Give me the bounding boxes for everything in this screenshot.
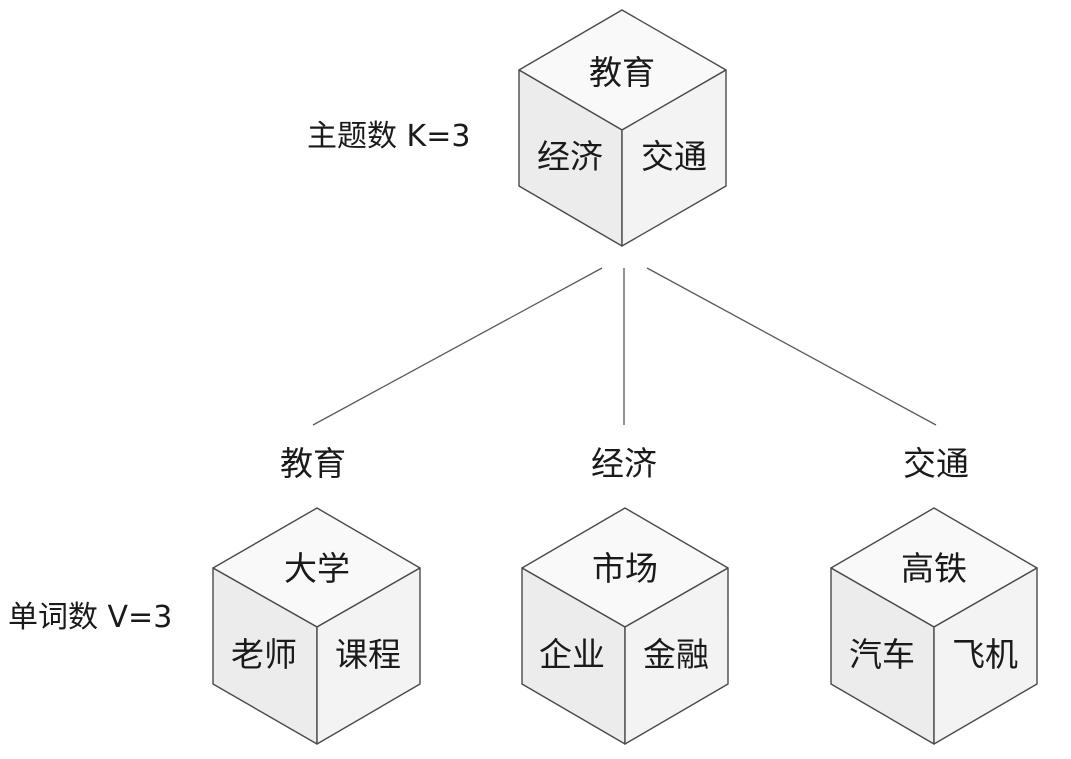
category-label-3: 交通 bbox=[903, 444, 969, 483]
word-cube-3-right-face bbox=[933, 567, 1038, 745]
word-cube-2-right-face bbox=[624, 567, 729, 745]
word-cube-3-top-label: 高铁 bbox=[901, 549, 967, 588]
word-cube-2-right-label: 金融 bbox=[643, 635, 709, 674]
category-label-2: 经济 bbox=[591, 444, 657, 483]
word-cube-1-right-face bbox=[316, 567, 421, 745]
topic-cube-left-label: 经济 bbox=[537, 137, 603, 176]
word-cube-3: 高铁 汽车 飞机 bbox=[830, 507, 1038, 745]
word-cube-1-top-label: 大学 bbox=[284, 549, 350, 588]
word-cube-1: 大学 老师 课程 bbox=[212, 507, 421, 745]
word-cube-2-left-label: 企业 bbox=[539, 635, 605, 674]
word-cube-2: 市场 企业 金融 bbox=[521, 507, 729, 745]
category-label-1: 教育 bbox=[280, 444, 346, 483]
topic-cube-right-face bbox=[621, 69, 727, 247]
connector-to-category-3 bbox=[646, 267, 937, 426]
topic-cube-top-label: 教育 bbox=[589, 53, 655, 92]
topic-count-label: 主题数 K=3 bbox=[307, 119, 470, 154]
topic-cube: 教育 经济 交通 bbox=[518, 9, 727, 247]
word-cube-1-right-label: 课程 bbox=[335, 635, 401, 674]
word-cube-1-left-label: 老师 bbox=[231, 635, 297, 674]
connector-to-category-1 bbox=[312, 267, 603, 426]
word-count-label: 单词数 V=3 bbox=[8, 600, 172, 635]
word-cube-3-left-label: 汽车 bbox=[849, 635, 915, 674]
word-cube-2-top-label: 市场 bbox=[592, 549, 658, 588]
word-cube-3-right-label: 飞机 bbox=[952, 635, 1018, 674]
topic-cube-right-label: 交通 bbox=[641, 137, 707, 176]
connectors bbox=[312, 267, 937, 426]
